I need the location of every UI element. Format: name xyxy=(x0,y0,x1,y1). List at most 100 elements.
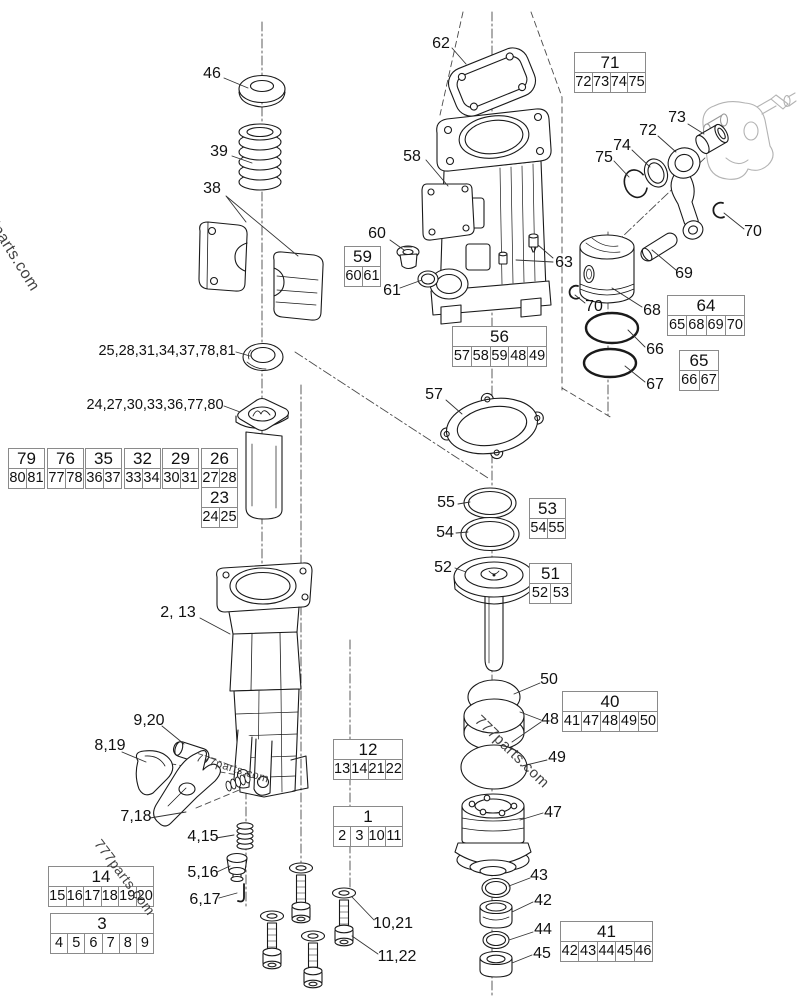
o-ring-61 xyxy=(417,270,439,288)
bolt-3 xyxy=(300,930,326,989)
ref-table-65-header: 65 xyxy=(680,351,718,371)
ref-table-51-header: 51 xyxy=(530,564,571,584)
ref-table-12-header: 12 xyxy=(334,740,402,760)
ref-table-3-cell-7: 7 xyxy=(103,934,120,953)
ref-table-64-header: 64 xyxy=(668,296,744,316)
ref-table-56-cell-49: 49 xyxy=(529,348,546,364)
ref-table-3-cell-8: 8 xyxy=(120,934,137,953)
ref-table-26-cell-27: 27 xyxy=(202,469,220,488)
ref-table-56-cell-57: 57 xyxy=(453,347,472,366)
valve-spring-4-15 xyxy=(236,822,254,850)
seal-cup-45 xyxy=(479,950,513,978)
ref-table-40-cell-48: 48 xyxy=(601,712,620,731)
seal-sleeve-42 xyxy=(479,899,513,929)
ref-table-26-header: 26 xyxy=(202,449,237,469)
ref-table-51-cell-53: 53 xyxy=(552,585,570,601)
circlip-70-upper xyxy=(712,201,725,219)
bottom-gasket-57 xyxy=(440,392,544,460)
thrust-drum-47 xyxy=(454,793,532,877)
part-label-8-19: 8,19 xyxy=(94,737,126,754)
circlip-70-lower xyxy=(568,284,580,300)
ref-table-56-cell-58: 58 xyxy=(472,347,491,366)
lever-7-18 xyxy=(153,750,251,827)
ref-table-12-cell-22: 22 xyxy=(385,761,402,777)
ref-table-23-cell-25: 25 xyxy=(220,509,237,525)
ref-table-14-cell-18: 18 xyxy=(101,887,119,906)
ref-table-64-cell-70: 70 xyxy=(726,317,743,333)
ref-table-59-header: 59 xyxy=(345,247,380,267)
spiral-ring-25 xyxy=(242,342,284,372)
ref-table-40-cell-41: 41 xyxy=(563,712,582,731)
part-label-62: 62 xyxy=(432,35,450,52)
part-label-6-17: 6,17 xyxy=(189,891,221,908)
ring-54 xyxy=(460,516,520,552)
part-label-63: 63 xyxy=(555,254,573,271)
part-label-70a: 70 xyxy=(744,223,762,240)
ref-table-32-cell-33: 33 xyxy=(125,469,143,488)
part-label-66: 66 xyxy=(646,341,664,358)
part-label-49: 49 xyxy=(548,749,566,766)
ref-table-41-cell-43: 43 xyxy=(580,942,598,961)
part-label-74: 74 xyxy=(613,137,631,154)
ref-table-53-header: 53 xyxy=(530,499,565,519)
ref-table-14-cell-19: 19 xyxy=(119,887,137,906)
ref-table-59-cell-61: 61 xyxy=(363,268,380,284)
part-label-67: 67 xyxy=(646,376,664,393)
part-label-45: 45 xyxy=(533,945,551,962)
ref-table-41-cell-44: 44 xyxy=(598,942,617,961)
ref-table-35-header: 35 xyxy=(86,449,121,469)
ref-table-56-cell-48: 48 xyxy=(510,347,529,366)
ref-table-3-cell-5: 5 xyxy=(68,934,86,953)
side-bolts-63 xyxy=(498,233,539,265)
part-label-50: 50 xyxy=(540,671,558,688)
ref-table-29-cell-30: 30 xyxy=(163,469,181,488)
construction-lines xyxy=(159,11,729,996)
ref-table-71-cell-73: 73 xyxy=(593,73,611,92)
part-label-44: 44 xyxy=(534,921,552,938)
ref-table-12-cell-21: 21 xyxy=(368,760,386,779)
part-label-72: 72 xyxy=(639,122,657,139)
ref-table-3-cell-6: 6 xyxy=(85,934,103,953)
rod-bushing-73 xyxy=(695,123,729,155)
ref-table-76-cell-78: 78 xyxy=(66,470,83,486)
part-label-42: 42 xyxy=(534,892,552,909)
part-label-4-15: 4,15 xyxy=(187,828,219,845)
ref-table-40-cell-49: 49 xyxy=(620,712,639,731)
ref-table-64-cell-65: 65 xyxy=(668,316,688,335)
ref-table-71-cell-72: 72 xyxy=(575,73,593,92)
ref-table-14-cell-15: 15 xyxy=(49,887,67,906)
snap-ring-75 xyxy=(623,169,648,199)
ref-table-65-cell-67: 67 xyxy=(700,372,717,388)
part-label-54: 54 xyxy=(436,524,454,541)
part-label-75: 75 xyxy=(595,149,613,166)
part-label-39: 39 xyxy=(210,143,228,160)
piston-68 xyxy=(579,234,635,304)
ref-table-26-cell-28: 28 xyxy=(220,470,237,486)
part-label-7-18: 7,18 xyxy=(120,808,152,825)
ref-table-1-cell-3: 3 xyxy=(351,827,369,846)
part-label-2-13: 2, 13 xyxy=(160,604,196,621)
ref-table-35-cell-37: 37 xyxy=(104,470,121,486)
